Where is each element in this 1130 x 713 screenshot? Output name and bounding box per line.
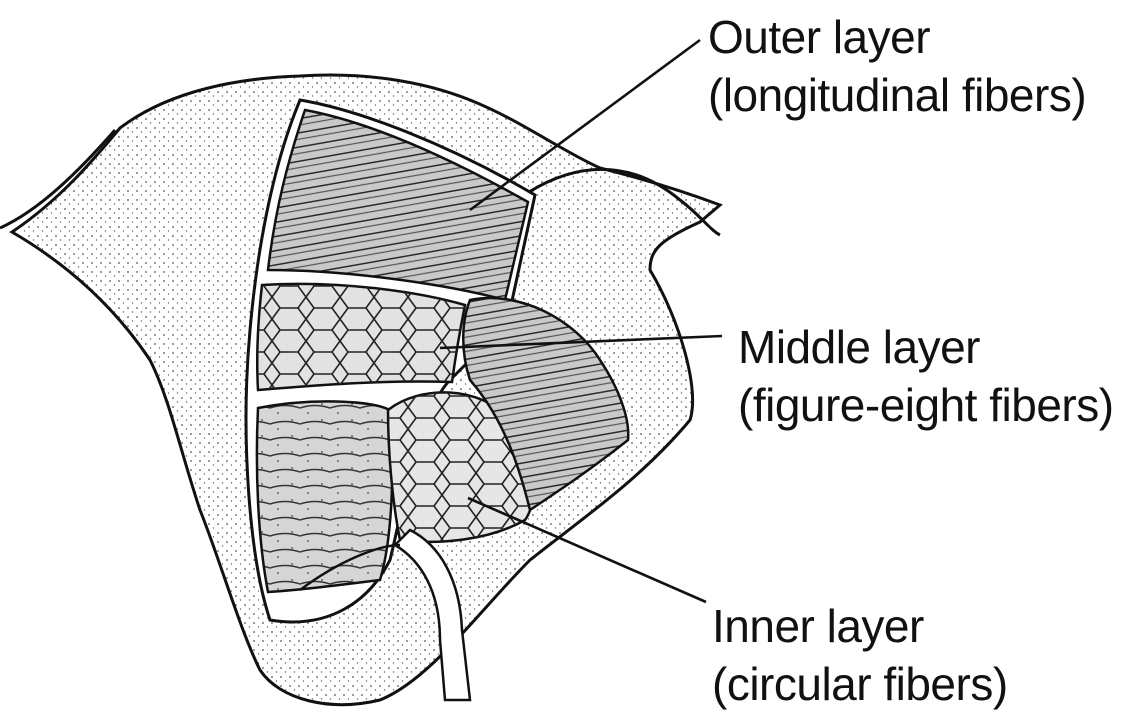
inner-layer-detail: (circular fibers) xyxy=(712,655,1008,713)
outer-layer-detail: (longitudinal fibers) xyxy=(708,66,1086,124)
middle-layer-title: Middle layer xyxy=(738,318,1114,376)
middle-layer-detail: (figure-eight fibers) xyxy=(738,376,1114,434)
middle-layer-mesh xyxy=(257,284,465,390)
inner-layer-title: Inner layer xyxy=(712,597,1008,655)
inner-layer-region xyxy=(257,401,392,592)
outer-layer-title: Outer layer xyxy=(708,8,1086,66)
inner-layer-label: Inner layer (circular fibers) xyxy=(712,597,1008,713)
middle-layer-label: Middle layer (figure-eight fibers) xyxy=(738,318,1114,434)
outer-layer-label: Outer layer (longitudinal fibers) xyxy=(708,8,1086,124)
